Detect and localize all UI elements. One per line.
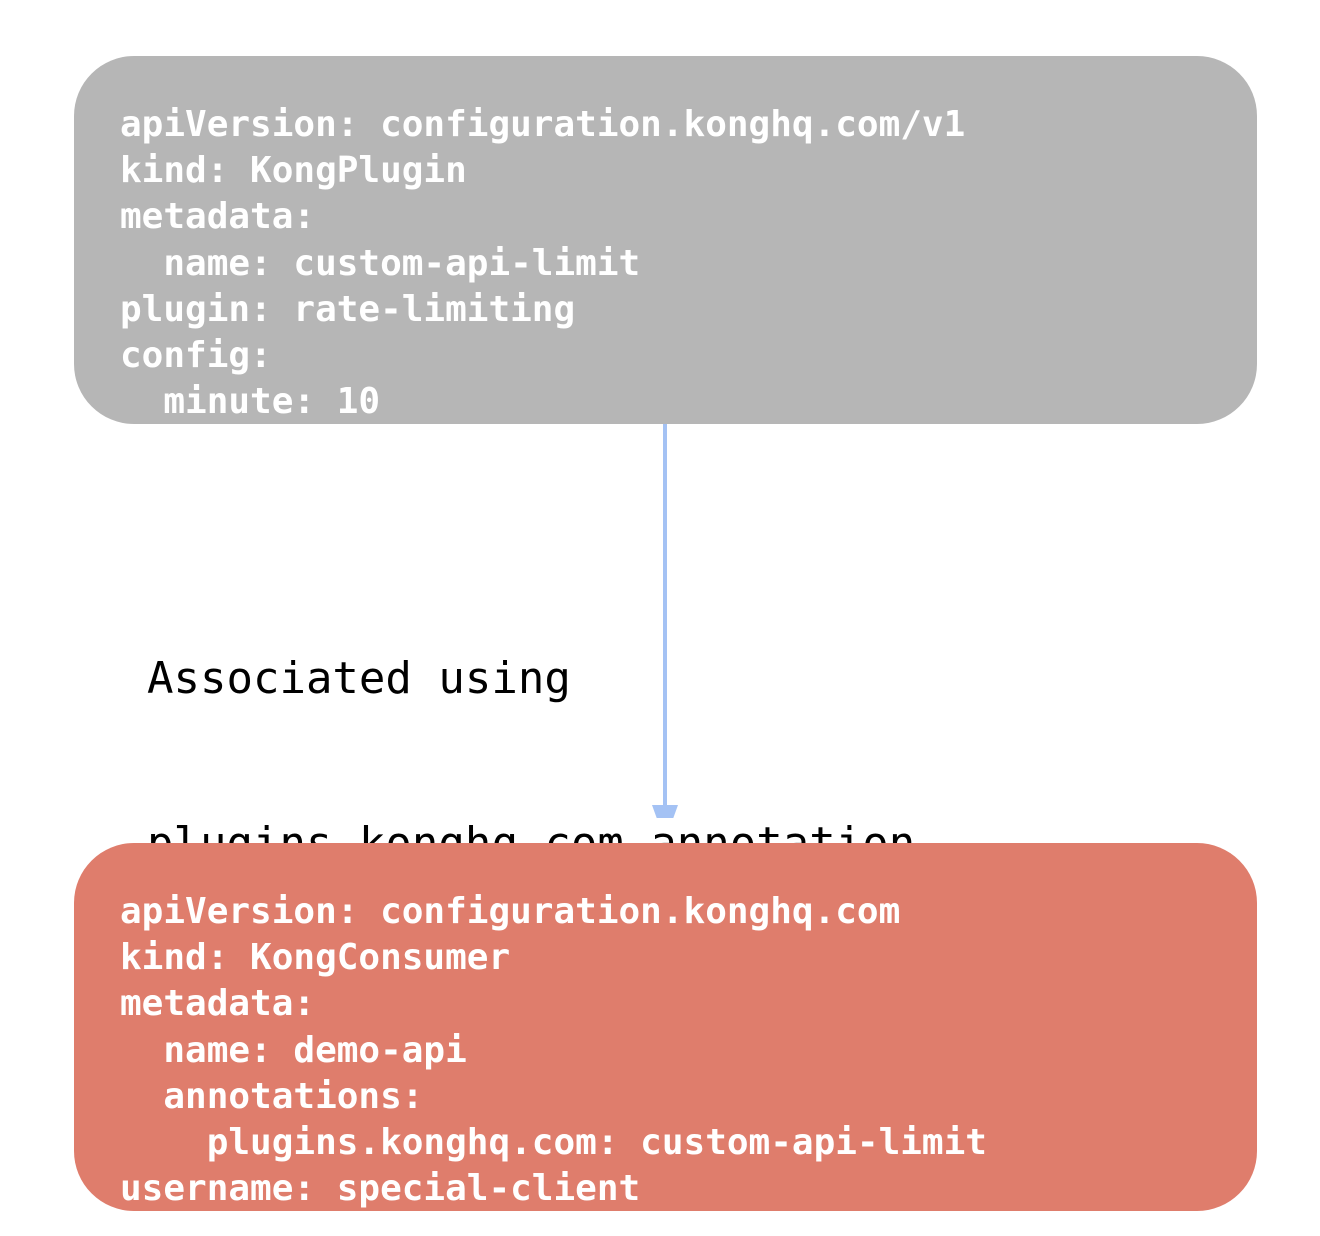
yaml-line: annotations:	[120, 1075, 424, 1117]
kong-consumer-node: apiVersion: configuration.konghq.com kind…	[74, 843, 1257, 1211]
kong-plugin-node: apiVersion: configuration.konghq.com/v1 k…	[74, 56, 1257, 424]
kong-consumer-yaml: apiVersion: configuration.konghq.com kind…	[120, 843, 1257, 1211]
yaml-line: kind: KongPlugin	[120, 150, 467, 192]
yaml-line: name: demo-api	[120, 1029, 467, 1071]
yaml-line: apiVersion: configuration.konghq.com/v1	[120, 104, 966, 145]
connector-label-line-1: Associated using	[147, 653, 571, 704]
yaml-line: kind: KongConsumer	[120, 937, 511, 979]
kong-plugin-yaml: apiVersion: configuration.konghq.com/v1 k…	[120, 56, 1257, 424]
yaml-line: plugin: rate-limiting	[120, 288, 576, 330]
yaml-line: metadata:	[120, 983, 316, 1025]
yaml-line: metadata:	[120, 196, 316, 238]
yaml-line: minute: 10	[120, 381, 381, 423]
yaml-line: config:	[120, 334, 272, 376]
yaml-line: name: custom-api-limit	[120, 242, 641, 284]
yaml-line: username: special-client	[120, 1168, 641, 1210]
yaml-line: plugins.konghq.com: custom-api-limit	[120, 1121, 987, 1163]
yaml-line: apiVersion: configuration.konghq.com	[120, 891, 901, 932]
